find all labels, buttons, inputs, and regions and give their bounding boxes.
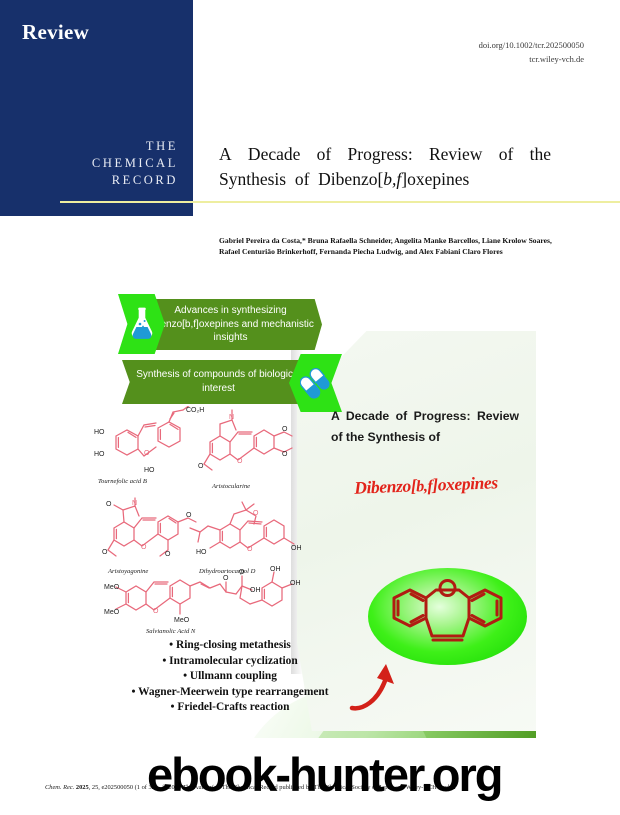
molecule-gallery: O HO HO HO CO₂H O N [86,404,316,635]
header-divider-rule [60,201,620,203]
svg-text:O: O [239,569,245,576]
svg-text:HO: HO [144,467,155,474]
svg-text:MeO: MeO [174,617,190,624]
footer-volume-article: , 25, e202500050 (1 of 32) [88,784,158,791]
svg-text:O: O [102,549,108,556]
bullet-ring-closing-metathesis: • Ring-closing metathesis [169,639,291,651]
footer-citation: Chem. Rec. 2025, 25, e202500050 (1 of 32… [45,784,590,791]
doi-link[interactable]: doi.org/10.1002/tcr.202500050 [478,40,584,50]
svg-text:O: O [237,458,243,465]
article-type-label: Review [22,20,90,44]
bullet-wagner-meerwein-rearrangement: • Wagner-Meerwein type rearrangement [131,685,329,698]
svg-text:CO₂H: CO₂H [186,407,204,414]
svg-text:MeO: MeO [104,584,120,591]
red-arrow-icon [349,664,394,711]
molecule-label-aristoyagonine: Aristoyagonine [108,568,149,575]
banner-biological-interest: Synthesis of compounds of biological int… [122,360,315,404]
methods-bullet-list: • Ring-closing metathesis • Intramolecul… [96,638,364,716]
journal-logo-line-1: THE [145,139,178,153]
svg-text:N: N [229,414,234,421]
hex-card [297,331,536,731]
card-title: A Decade of Progress: Review of the Synt… [331,409,519,444]
doi-block: doi.org/10.1002/tcr.202500050 tcr.wiley-… [479,38,584,66]
svg-text:HO: HO [94,451,105,458]
molecule-label-aristocularine: Aristocularine [212,483,251,490]
svg-text:O: O [186,512,192,519]
journal-logo-line-3: RECORD [111,173,178,187]
svg-text:O: O [198,463,204,470]
journal-site-link[interactable]: tcr.wiley-vch.de [529,54,584,64]
bullet-ullmann-coupling: • Ullmann coupling [183,670,277,683]
svg-text:OH: OH [250,587,261,594]
graphical-abstract: Advances in synthesizing dibenzo[b,f]oxe… [86,286,536,738]
svg-text:O: O [223,575,229,582]
svg-text:HO: HO [94,429,105,436]
svg-text:OH: OH [291,545,302,552]
banner-biological-interest-label: Synthesis of compounds of biological int… [136,369,301,394]
bullet-friedel-crafts-reaction: • Friedel-Crafts reaction [170,701,290,714]
svg-text:O: O [253,510,259,517]
footer-copyright: © 2025 The Author(s). The Chemical Recor… [161,784,456,791]
svg-text:OH: OH [290,580,301,587]
molecule-label-tournefolic-acid-b: Tournefolic acid B [98,478,147,485]
svg-text:N: N [132,500,137,507]
svg-text:OH: OH [270,566,281,573]
core-structure-highlight [368,568,527,665]
dibenzoxepine-core-structure [392,579,503,642]
svg-text:O: O [144,450,150,457]
svg-text:O: O [153,608,159,615]
page-title: A Decade of Progress: Review of the Synt… [219,144,551,189]
molecule-structures: O HO HO HO CO₂H O N [94,404,302,624]
header-blue-block [0,0,193,216]
banner-advances: Advances in synthesizing dibenzo[b,f]oxe… [139,299,322,350]
svg-text:O: O [141,544,147,551]
svg-text:O: O [247,546,253,553]
svg-text:O: O [282,451,288,458]
banner-advances-label: Advances in synthesizing dibenzo[b,f]oxe… [147,305,314,344]
svg-text:O: O [106,501,112,508]
svg-text:O: O [282,426,288,433]
svg-text:O: O [165,551,171,558]
svg-text:HO: HO [196,549,207,556]
footer-journal-abbrev: Chem. Rec. [45,784,75,791]
author-list: Gabriel Pereira da Costa,* Bruna Rafaell… [219,236,552,257]
svg-text:MeO: MeO [104,609,120,616]
journal-logo: THE CHEMICAL RECORD [0,138,178,189]
bullet-intramolecular-cyclization: • Intramolecular cyclization [162,654,298,667]
footer-year: 2025 [75,784,89,791]
molecule-label-dihydroartocarpol-d: Dihydroartocarpol D [199,568,256,575]
watermark-text: ebook-hunter.org [147,748,503,801]
molecule-label-salvianolic-acid-n: Salvianolic Acid N [146,628,196,635]
journal-logo-line-2: CHEMICAL [91,156,178,170]
